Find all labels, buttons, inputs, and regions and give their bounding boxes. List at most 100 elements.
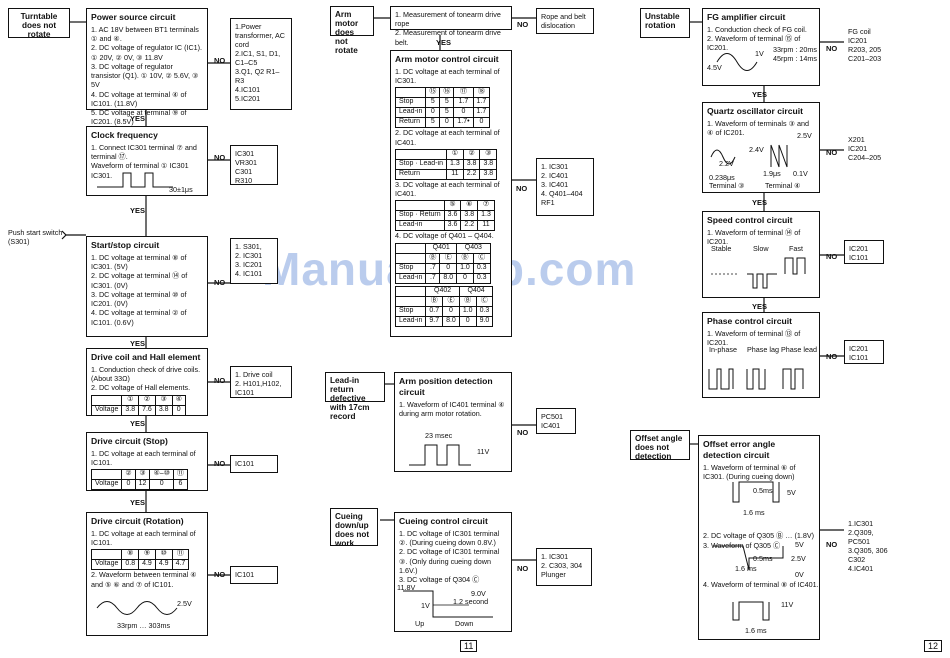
cueing-title: Cueing control circuit — [399, 516, 488, 526]
armmotor-s1: 1. DC voltage at each terminal of IC301. — [395, 67, 500, 86]
phase-title: Phase control circuit — [707, 316, 793, 326]
startstop-item-1: 1. DC voltage at terminal ⑧ of IC301. (5… — [91, 253, 187, 272]
no-label: NO — [826, 44, 838, 53]
no-label: NO — [214, 570, 226, 579]
driverot-item-1: 1. DC voltage at each terminal of IC101. — [91, 529, 196, 548]
armmotor-s3: 3. DC voltage at each terminal of IC401. — [395, 179, 500, 199]
quartz-p1: 0.238μs — [709, 173, 735, 182]
speed-mode-slow: Slow — [753, 244, 769, 253]
cueing-up: Up — [415, 619, 425, 628]
leadin-item-1: 1. Waveform of IC401 terminal ④ during a… — [399, 400, 505, 419]
cueing-v3: 1V — [421, 601, 430, 610]
leadin-condition: Lead-in return defective with 17cm recor… — [325, 372, 385, 421]
no-label: NO — [517, 20, 529, 29]
clock-item-2: Waveform of terminal ① IC301 IC301. — [91, 161, 189, 180]
offset-item-4: 4. Waveform of terminal ⑧ of IC401. — [703, 580, 819, 589]
quartz-item-1: 1. Waveform of terminals ③ and ④ of IC20… — [707, 119, 810, 138]
power-source-title: Power source circuit — [91, 12, 176, 22]
push-start-label: Push start switch (S301) — [8, 228, 63, 246]
no-label: NO — [826, 352, 838, 361]
yes-label: YES — [130, 419, 146, 428]
no-label: NO — [826, 540, 838, 549]
coil-item-2: 2. DC voltage of Hall elements. — [91, 383, 191, 393]
quartz-p2: 1.9μs — [763, 169, 781, 178]
offset-w3w: 0.5ms — [753, 554, 773, 563]
cueing-down: Down — [455, 619, 474, 628]
phase-mode-lead: Phase lead — [781, 345, 817, 354]
offset-item-3: 3. Waveform of Q305 Ⓒ — [703, 540, 781, 550]
offset-item-2: 2. DC voltage of Q305 Ⓑ … (1.8V) — [703, 531, 815, 541]
start-stop-box: Start/stop circuit 1. DC voltage at term… — [86, 236, 208, 337]
drivestop-item-1: 1. DC voltage at each terminal of IC101. — [91, 449, 196, 468]
yes-label: YES — [130, 114, 146, 123]
yes-label: YES — [752, 90, 768, 99]
quartz-term3: Terminal ③ — [709, 181, 745, 190]
no-label: NO — [214, 376, 226, 385]
phase-waveforms — [708, 368, 804, 390]
phase-mode-in: In-phase — [709, 345, 737, 354]
speed-mode-stable: Stable — [711, 244, 732, 253]
speed-result: IC201 IC101 — [844, 240, 884, 264]
offset-w1: 0.5ms — [753, 486, 773, 495]
offset-result: 1.IC301 2.Q309, PC501 3.Q305, 306 C302 4… — [844, 516, 898, 573]
drive-rotation-title: Drive circuit (Rotation) — [91, 516, 184, 526]
no-label: NO — [214, 459, 226, 468]
arm-check-result: Rope and belt dislocation — [536, 8, 594, 34]
offset-w3c: 0V — [795, 570, 804, 579]
armmotor-s2: 2. DC voltage at each terminal of IC401. — [395, 128, 500, 147]
fg-item-2: 2. Waveform of terminal ⑮ of IC201. — [707, 34, 801, 53]
rotation-period: 33rpm … 303ms — [117, 621, 171, 630]
quartz-a3: 2.5V — [797, 131, 812, 140]
quartz-a2: 2.2V — [719, 159, 734, 168]
speed-control-box: Speed control circuit 1. Waveform of ter… — [702, 211, 820, 298]
arm-position-title: Arm position detection circuit — [399, 376, 493, 397]
offset-w3b: 2.5V — [791, 554, 806, 563]
leadin-waveform — [409, 444, 471, 466]
clock-box: Clock frequency 1. Connect IC301 termina… — [86, 126, 208, 196]
power-item-4: 4. DC voltage at terminal ④ of IC101. (1… — [91, 89, 187, 108]
speed-waveforms — [711, 257, 806, 289]
drive-stop-title: Drive circuit (Stop) — [91, 436, 168, 446]
leadin-result: PC501 IC401 — [536, 408, 576, 434]
power-item-5: 5. DC voltage at terminal ⑨ of IC201. (8… — [91, 107, 187, 127]
quartz-box: Quartz oscillator circuit 1. Waveform of… — [702, 102, 820, 193]
power-result: 1.Power transformer, AC cord 2.IC1, S1, … — [230, 18, 292, 110]
speed-title: Speed control circuit — [707, 215, 793, 225]
leadin-amp: 11V — [477, 447, 490, 456]
phase-mode-lag: Phase lag — [747, 345, 779, 354]
fg-sine-waveform — [716, 53, 758, 71]
clock-item-1: 1. Connect IC301 terminal ⑦ and terminal… — [91, 143, 197, 162]
quartz-a4: 0.1V — [793, 169, 808, 178]
phase-item-1: 1. Waveform of terminal ⑬ of IC201. — [707, 329, 801, 348]
yes-label: YES — [130, 498, 146, 507]
offset-w1a: 5V — [787, 488, 796, 497]
speed-item-1: 1. Waveform of terminal ⑭ of IC201. — [707, 228, 801, 247]
phase-result: IC201 IC101 — [844, 340, 884, 364]
page-number-left: 11 — [460, 640, 478, 652]
yes-label: YES — [130, 206, 146, 215]
offset-condition: Offset angle does not detection — [630, 430, 690, 461]
no-label: NO — [517, 428, 529, 437]
clock-result: IC301 VR301 C301 R310 — [230, 145, 278, 185]
cueing-waveform — [403, 590, 493, 618]
clock-waveform — [97, 172, 173, 188]
cueing-v1: 11.8V — [397, 583, 416, 592]
arm-position-box: Arm position detection circuit 1. Wavefo… — [394, 372, 512, 472]
no-label: NO — [826, 148, 838, 157]
drive-rotation-box: Drive circuit (Rotation) 1. DC voltage a… — [86, 512, 208, 636]
start-stop-title: Start/stop circuit — [91, 240, 160, 250]
power-item-1: 1. AC 18V between BT1 terminals ① and ④. — [91, 25, 199, 44]
startstop-result: 1. S301, 2. IC301 3. IC201 4. IC101 — [230, 238, 278, 284]
arm-motor-condition: Arm motor does not rotate — [330, 6, 374, 55]
no-label: NO — [214, 56, 226, 65]
phase-control-box: Phase control circuit 1. Waveform of ter… — [702, 312, 820, 398]
offset-waveform-1 — [732, 481, 780, 503]
no-label: NO — [516, 184, 528, 193]
drive-coil-title: Drive coil and Hall element — [91, 352, 201, 362]
